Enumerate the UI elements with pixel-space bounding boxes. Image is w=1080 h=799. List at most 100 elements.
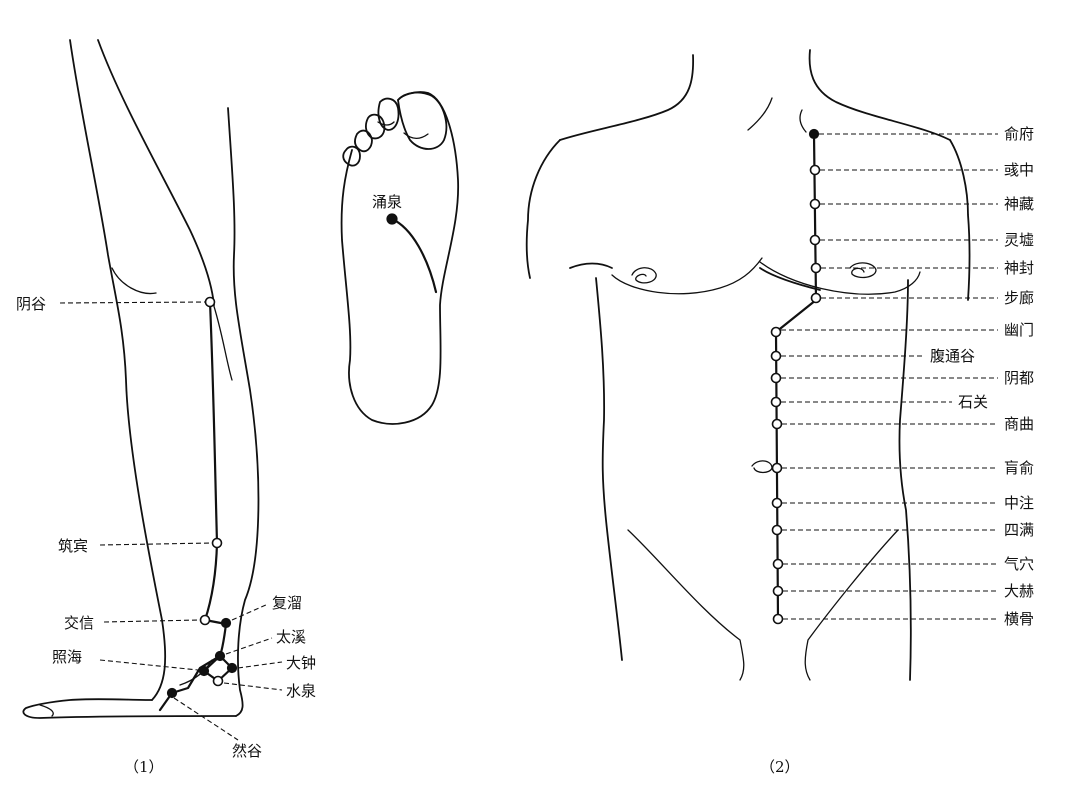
leg-front-contour	[69, 39, 167, 701]
right-pectoral	[759, 261, 921, 295]
sole-figure	[340, 91, 460, 425]
label-dazhong: 大钟	[286, 654, 316, 672]
leg-labels: 阴谷 筑宾 交信 复溜 照海 太溪 大钟 水泉 然谷	[16, 295, 316, 760]
caption-panel-2: （2）	[760, 758, 800, 776]
label-bulang: 步廊	[1004, 289, 1034, 307]
caption-panel-1: （1）	[124, 758, 164, 776]
point-dazhong[interactable]	[226, 662, 238, 674]
right-shoulder-arm	[949, 139, 971, 301]
toe-crease-2	[377, 121, 395, 126]
leg-points	[166, 296, 238, 699]
label-yindu: 阴都	[1004, 369, 1034, 387]
point-shencang[interactable]	[809, 198, 821, 210]
sole-contour	[340, 91, 460, 425]
torso-points	[770, 128, 822, 625]
label-huangshu: 肓俞	[1004, 459, 1034, 477]
left-pectoral	[611, 257, 763, 295]
point-huangshu[interactable]	[771, 462, 783, 474]
right-side-contour	[898, 279, 912, 681]
point-rangu[interactable]	[166, 687, 178, 699]
label-qixue: 气穴	[1004, 555, 1034, 573]
point-qixue[interactable]	[772, 558, 784, 570]
navel	[751, 460, 773, 474]
toe-2	[377, 97, 400, 131]
knee-inner-line	[211, 299, 233, 381]
left-clavicle	[747, 97, 773, 131]
label-futonggu: 腹通谷	[930, 347, 975, 365]
left-shoulder-arm	[525, 139, 561, 279]
label-youmen: 幽门	[1004, 321, 1034, 339]
point-zhongzhu[interactable]	[771, 497, 783, 509]
label-yingu: 阴谷	[16, 295, 46, 313]
point-siman[interactable]	[771, 524, 783, 536]
inner-thigh-line	[97, 39, 215, 306]
point-fuliu[interactable]	[220, 617, 232, 629]
right-groin-line	[804, 529, 899, 681]
point-shangqu[interactable]	[771, 418, 783, 430]
torso-labels: 俞府 彧中 神藏 灵墟 神封 步廊 幽门 腹通谷 阴都 石关 商曲 肓俞 中注 …	[930, 125, 1034, 628]
toe-4	[354, 129, 373, 153]
point-henggu[interactable]	[772, 613, 784, 625]
left-armpit	[569, 262, 613, 269]
toe-3	[365, 113, 386, 140]
toe-5	[342, 145, 361, 167]
leg-leader-lines	[59, 301, 283, 741]
point-lingxu[interactable]	[809, 234, 821, 246]
point-yingu[interactable]	[204, 296, 216, 308]
label-shencang: 神藏	[1004, 195, 1034, 213]
toe-crease-1	[403, 132, 429, 140]
label-yongquan: 涌泉	[372, 193, 402, 211]
label-zhongzhu: 中注	[1004, 494, 1034, 512]
point-taixi[interactable]	[214, 650, 226, 662]
point-zhaohai[interactable]	[198, 665, 210, 677]
label-yuzhong: 彧中	[1004, 161, 1034, 179]
point-yindu[interactable]	[770, 372, 782, 384]
label-taixi: 太溪	[276, 628, 306, 646]
label-zhaohai: 照海	[52, 648, 82, 666]
toe-big	[397, 91, 448, 150]
point-shiguan[interactable]	[770, 396, 782, 408]
label-shiguan: 石关	[958, 393, 988, 411]
label-jiaoxin: 交信	[64, 614, 94, 632]
foot-contour	[22, 698, 237, 719]
left-side-contour	[595, 277, 623, 661]
left-nipple	[631, 267, 657, 284]
point-shuiquan[interactable]	[212, 675, 224, 687]
point-shufu[interactable]	[808, 128, 820, 140]
label-shufu: 俞府	[1004, 125, 1034, 143]
leg-figure	[22, 39, 260, 719]
sole-meridian-path	[390, 217, 438, 294]
point-youmen[interactable]	[770, 326, 782, 338]
torso-figure	[525, 49, 971, 681]
label-lingxu: 灵墟	[1004, 231, 1034, 249]
point-dahe[interactable]	[772, 585, 784, 597]
label-dahe: 大赫	[1004, 582, 1034, 600]
label-shenfeng: 神封	[1004, 259, 1034, 277]
toe-line	[39, 704, 54, 717]
right-nipple	[849, 262, 877, 279]
left-groin-line	[627, 529, 745, 681]
neck-left	[559, 54, 695, 141]
label-henggu: 横骨	[1004, 610, 1034, 628]
point-bulang[interactable]	[810, 292, 822, 304]
label-rangu: 然谷	[232, 742, 262, 760]
torso-meridian-path	[774, 132, 818, 622]
label-zhubin: 筑宾	[58, 537, 88, 555]
torso-leader-lines	[781, 133, 998, 620]
label-shuiquan: 水泉	[286, 682, 316, 700]
right-clavicle	[799, 109, 807, 133]
point-yuzhong[interactable]	[809, 164, 821, 176]
point-zhubin[interactable]	[211, 537, 223, 549]
point-yongquan[interactable]	[386, 213, 398, 225]
label-fuliu: 复溜	[272, 594, 302, 612]
label-shangqu: 商曲	[1004, 415, 1034, 433]
knee-crease	[111, 267, 157, 295]
leg-back-contour	[227, 107, 260, 717]
leg-meridian-path	[158, 300, 234, 712]
point-futonggu[interactable]	[770, 350, 782, 362]
point-shenfeng[interactable]	[810, 262, 822, 274]
label-siman: 四满	[1004, 521, 1034, 539]
point-jiaoxin[interactable]	[199, 614, 211, 626]
